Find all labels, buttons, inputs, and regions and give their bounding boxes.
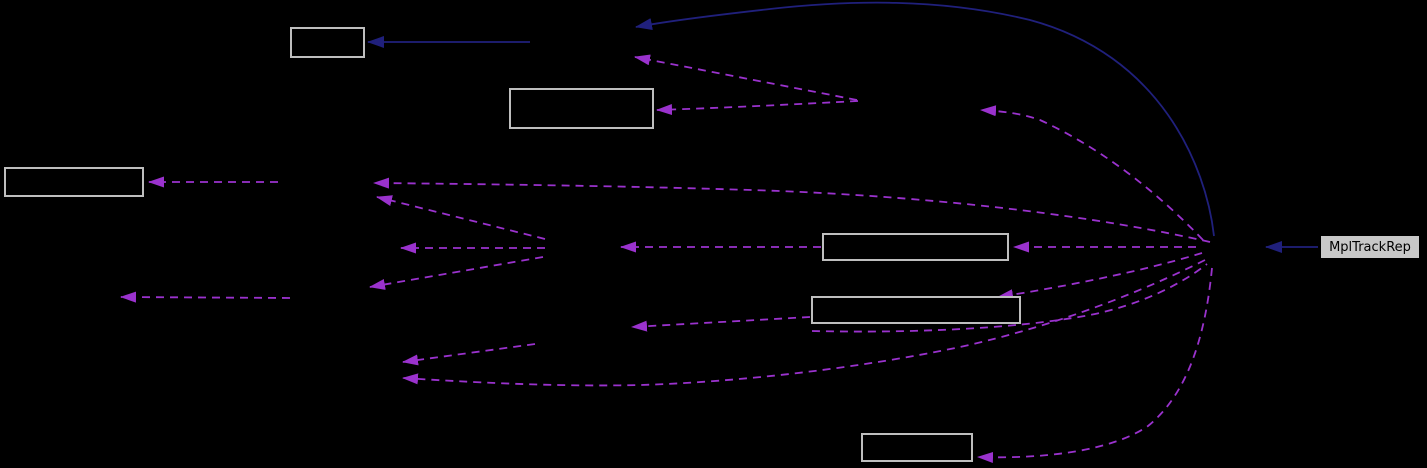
class-node-middle-right[interactable] xyxy=(822,233,1009,261)
class-node-lower-middle[interactable] xyxy=(811,296,1021,324)
edge-layer xyxy=(120,1,1318,463)
node-mpltrackrep-label: MplTrackRep xyxy=(1329,239,1411,255)
usage-edge-use-diagonal-up-left xyxy=(634,54,858,101)
node-mpltrackrep[interactable]: MplTrackRep xyxy=(1320,235,1420,259)
class-node-left[interactable] xyxy=(4,167,144,197)
usage-edge-use-lower-diag xyxy=(402,343,536,366)
usage-edge-use-hub-to-bottom-box xyxy=(977,267,1213,463)
usage-edge-use-hub-long-left xyxy=(373,177,1211,243)
usage-edge-use-to-upper-middle xyxy=(656,100,859,116)
usage-edge-use-hub-to-upper-node xyxy=(980,105,1204,241)
usage-edge-use-under-box5-to-hub xyxy=(811,263,1208,333)
class-node-upper-middle[interactable] xyxy=(509,88,654,129)
usage-edge-use-hub-long-bottom xyxy=(402,259,1206,387)
usage-edge-use-box5-to-left xyxy=(631,316,811,332)
usage-edge-use-far-left xyxy=(120,291,291,303)
usage-edge-use-hub-to-box5 xyxy=(997,252,1203,301)
inheritance-edge-inherit-top-arc xyxy=(635,1,1215,237)
node-layer xyxy=(4,27,1021,462)
class-node-bottom[interactable] xyxy=(861,433,973,462)
usage-edge-use-mid-down-left xyxy=(369,256,544,290)
class-node-top-left[interactable] xyxy=(290,27,365,58)
usage-edge-use-mid-up-left xyxy=(376,195,546,240)
